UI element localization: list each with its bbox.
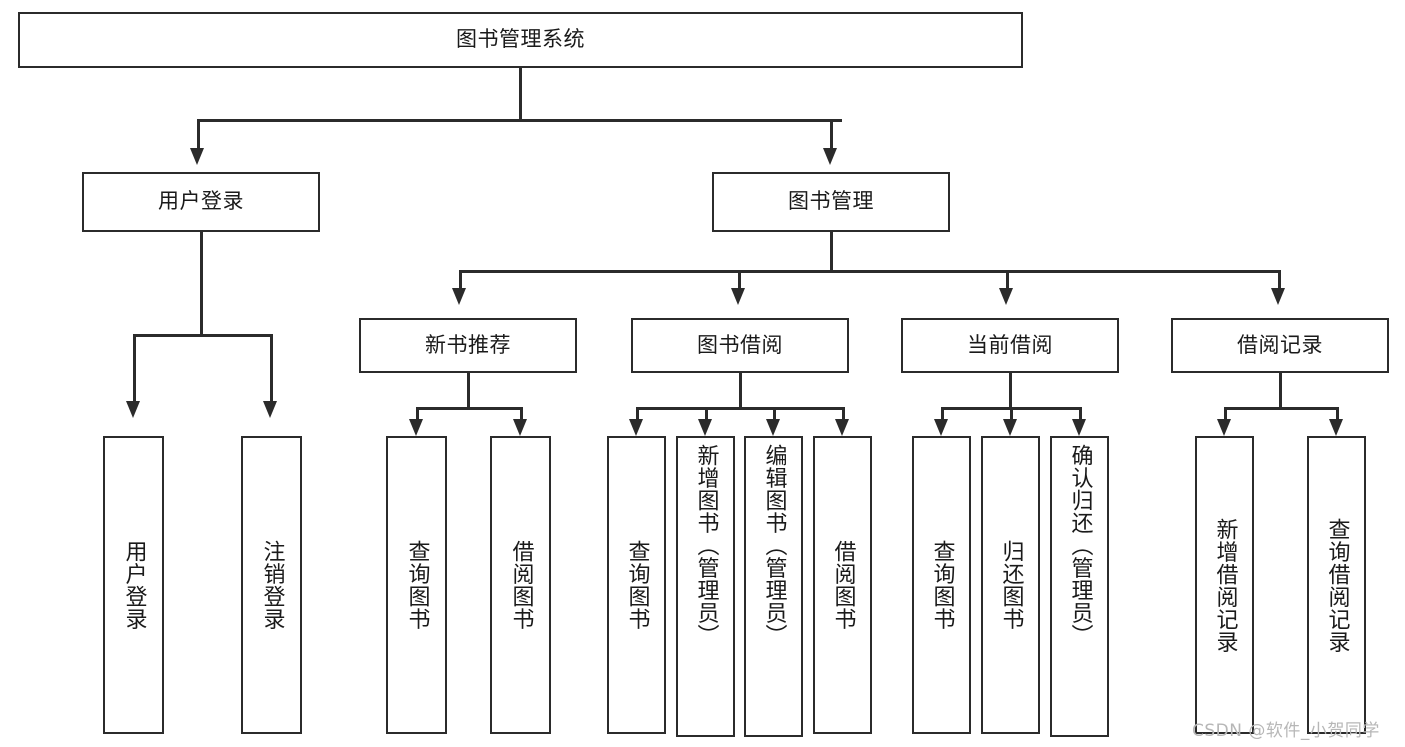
- edge-borrow-record-to-add: [1224, 407, 1227, 420]
- node-book-management[interactable]: 图书管理: [712, 172, 950, 232]
- node-new-book-recommend[interactable]: 新书推荐: [359, 318, 577, 373]
- arrow-head-icon: [1003, 419, 1017, 436]
- edge-current-borrow-to-return: [1010, 407, 1013, 420]
- arrow-head-icon: [452, 288, 466, 305]
- node-label: 借阅记录: [1237, 332, 1323, 357]
- node-label: 查询图书: [404, 540, 430, 630]
- edge-user-login-bus: [133, 334, 272, 337]
- arrow-head-icon: [731, 288, 745, 305]
- edge-new-book-to-borrow: [520, 407, 523, 420]
- edge-new-book-bus: [416, 407, 520, 410]
- arrow-head-icon: [263, 401, 277, 418]
- node-label: 用户登录: [158, 189, 244, 214]
- arrow-head-icon: [766, 419, 780, 436]
- node-borrow-record[interactable]: 借阅记录: [1171, 318, 1389, 373]
- edge-borrow-record-to-query: [1336, 407, 1339, 420]
- node-label: 新增借阅记录: [1212, 517, 1238, 653]
- node-label: 确认归还（管理员）: [1067, 444, 1093, 647]
- edge-new-book-to-query: [416, 407, 419, 420]
- node-label: 用户登录: [121, 540, 147, 630]
- arrow-head-icon: [1072, 419, 1086, 436]
- edge-user-login-to-login: [133, 334, 136, 402]
- edge-borrow-record-bus: [1224, 407, 1336, 410]
- leaf-user-login[interactable]: 用户登录: [103, 436, 164, 734]
- leaf-add-book-admin[interactable]: 新增图书（管理员）: [676, 436, 735, 737]
- edge-book-borrow-stem: [739, 373, 742, 408]
- edge-current-borrow-to-query: [941, 407, 944, 420]
- leaf-return-books[interactable]: 归还图书: [981, 436, 1040, 734]
- leaf-query-books-borrow[interactable]: 查询图书: [607, 436, 666, 734]
- arrow-head-icon: [513, 419, 527, 436]
- edge-book-mgmt-to-record: [1278, 270, 1281, 289]
- leaf-user-logout[interactable]: 注销登录: [241, 436, 302, 734]
- node-label: 注销登录: [259, 540, 285, 630]
- arrow-head-icon: [190, 148, 204, 165]
- node-label: 借阅图书: [830, 540, 856, 630]
- arrow-head-icon: [999, 288, 1013, 305]
- node-label: 图书管理系统: [456, 27, 585, 52]
- edge-book-mgmt-bus: [459, 270, 1280, 273]
- edge-user-login-stem: [200, 232, 203, 335]
- edge-book-mgmt-to-new-book: [459, 270, 462, 289]
- leaf-add-borrow-record[interactable]: 新增借阅记录: [1195, 436, 1254, 734]
- arrow-head-icon: [126, 401, 140, 418]
- arrow-head-icon: [629, 419, 643, 436]
- node-label: 归还图书: [998, 540, 1024, 630]
- edge-user-login-to-logout: [270, 334, 273, 402]
- leaf-lend-books[interactable]: 借阅图书: [813, 436, 872, 734]
- edge-book-borrow-to-add: [705, 407, 708, 420]
- edge-borrow-record-stem: [1279, 373, 1282, 408]
- arrow-head-icon: [823, 148, 837, 165]
- edge-book-borrow-to-query: [636, 407, 639, 420]
- arrow-head-icon: [698, 419, 712, 436]
- node-book-borrow[interactable]: 图书借阅: [631, 318, 849, 373]
- node-current-borrow[interactable]: 当前借阅: [901, 318, 1119, 373]
- edge-book-borrow-bus: [636, 407, 842, 410]
- node-label: 编辑图书（管理员）: [761, 444, 787, 647]
- node-label: 借阅图书: [508, 540, 534, 630]
- arrow-head-icon: [1329, 419, 1343, 436]
- node-root-system[interactable]: 图书管理系统: [18, 12, 1023, 68]
- edge-book-mgmt-stem: [830, 232, 833, 271]
- arrow-head-icon: [409, 419, 423, 436]
- arrow-head-icon: [934, 419, 948, 436]
- edge-new-book-stem: [467, 373, 470, 408]
- leaf-query-books-current[interactable]: 查询图书: [912, 436, 971, 734]
- edge-book-mgmt-to-borrow: [738, 270, 741, 289]
- edge-book-borrow-to-lend: [842, 407, 845, 420]
- edge-book-borrow-to-edit: [773, 407, 776, 420]
- leaf-borrow-books-recommend[interactable]: 借阅图书: [490, 436, 551, 734]
- watermark-text: CSDN @软件_小贺同学: [1192, 721, 1380, 741]
- arrow-head-icon: [1271, 288, 1285, 305]
- node-label: 查询借阅记录: [1324, 517, 1350, 653]
- arrow-head-icon: [835, 419, 849, 436]
- node-label: 图书管理: [788, 189, 874, 214]
- node-label: 图书借阅: [697, 332, 783, 357]
- node-label: 当前借阅: [967, 332, 1053, 357]
- leaf-edit-book-admin[interactable]: 编辑图书（管理员）: [744, 436, 803, 737]
- leaf-query-books-recommend[interactable]: 查询图书: [386, 436, 447, 734]
- node-label: 新增图书（管理员）: [693, 444, 719, 647]
- node-user-login[interactable]: 用户登录: [82, 172, 320, 232]
- node-label: 查询图书: [929, 540, 955, 630]
- leaf-confirm-return-admin[interactable]: 确认归还（管理员）: [1050, 436, 1109, 737]
- node-label: 查询图书: [624, 540, 650, 630]
- node-label: 新书推荐: [425, 332, 511, 357]
- leaf-query-borrow-record[interactable]: 查询借阅记录: [1307, 436, 1366, 734]
- edge-root-stem: [519, 68, 522, 120]
- edge-root-to-book-mgmt: [830, 119, 833, 149]
- edge-book-mgmt-to-current: [1006, 270, 1009, 289]
- edge-current-borrow-to-confirm: [1079, 407, 1082, 420]
- edge-root-to-user-login: [197, 119, 200, 149]
- arrow-head-icon: [1217, 419, 1231, 436]
- edge-current-borrow-stem: [1009, 373, 1012, 408]
- edge-root-bus: [197, 119, 842, 122]
